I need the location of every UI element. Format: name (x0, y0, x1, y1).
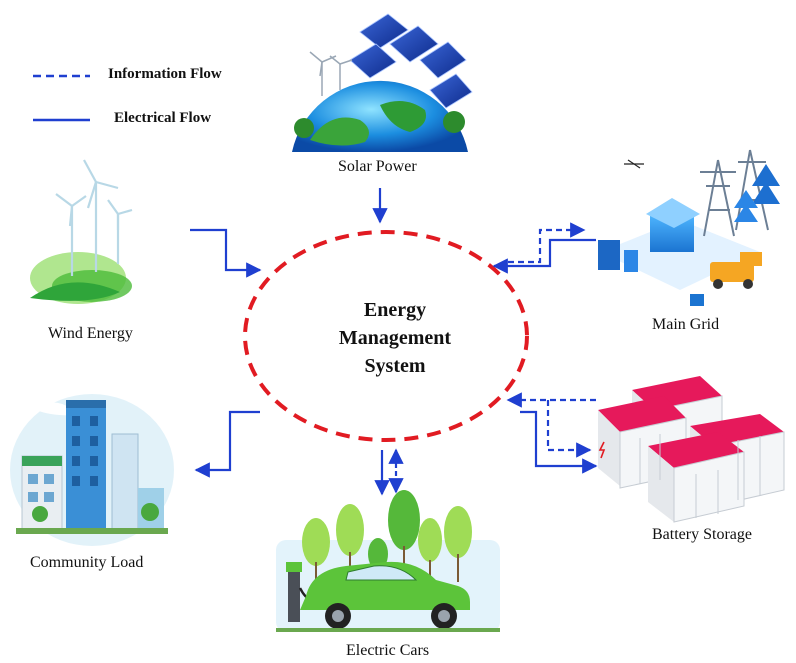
ems-title-line1: Energy (363, 299, 427, 321)
legend-information-flow-label: Information Flow (108, 66, 222, 82)
ems-to-community-arrow (194, 410, 260, 478)
wind-energy-label: Wind Energy (48, 325, 133, 342)
battery-storage-label: Battery Storage (652, 526, 752, 543)
legend-electrical-flow-label: Electrical Flow (114, 110, 212, 126)
city-buildings-icon (10, 394, 174, 546)
solar-power-icon (292, 13, 473, 152)
solar-power-label: Solar Power (338, 158, 417, 175)
ems-title-line2: Management (338, 327, 452, 349)
ems-title: Energy Management System (300, 296, 490, 380)
community-load-label: Community Load (30, 554, 144, 571)
legend (33, 74, 90, 122)
grid-to-ems-power-arrow (492, 238, 596, 274)
electric-car-charging-icon (276, 490, 500, 632)
ems-to-battery-power-arrow (520, 410, 598, 474)
battery-racks-icon (598, 376, 785, 523)
electric-cars-label: Electric Cars (346, 642, 430, 659)
ems-to-grid-info-arrow (508, 222, 586, 264)
main-grid-label: Main Grid (652, 316, 720, 333)
power-substation-icon (598, 149, 780, 306)
wind-to-ems-arrow (190, 228, 262, 278)
ems-ring (243, 230, 529, 442)
wind-turbines-icon (30, 159, 133, 304)
flow-arrows (190, 188, 598, 496)
ems-to-battery-info-arrow (546, 400, 592, 458)
ems-title-line3: System (364, 355, 426, 377)
